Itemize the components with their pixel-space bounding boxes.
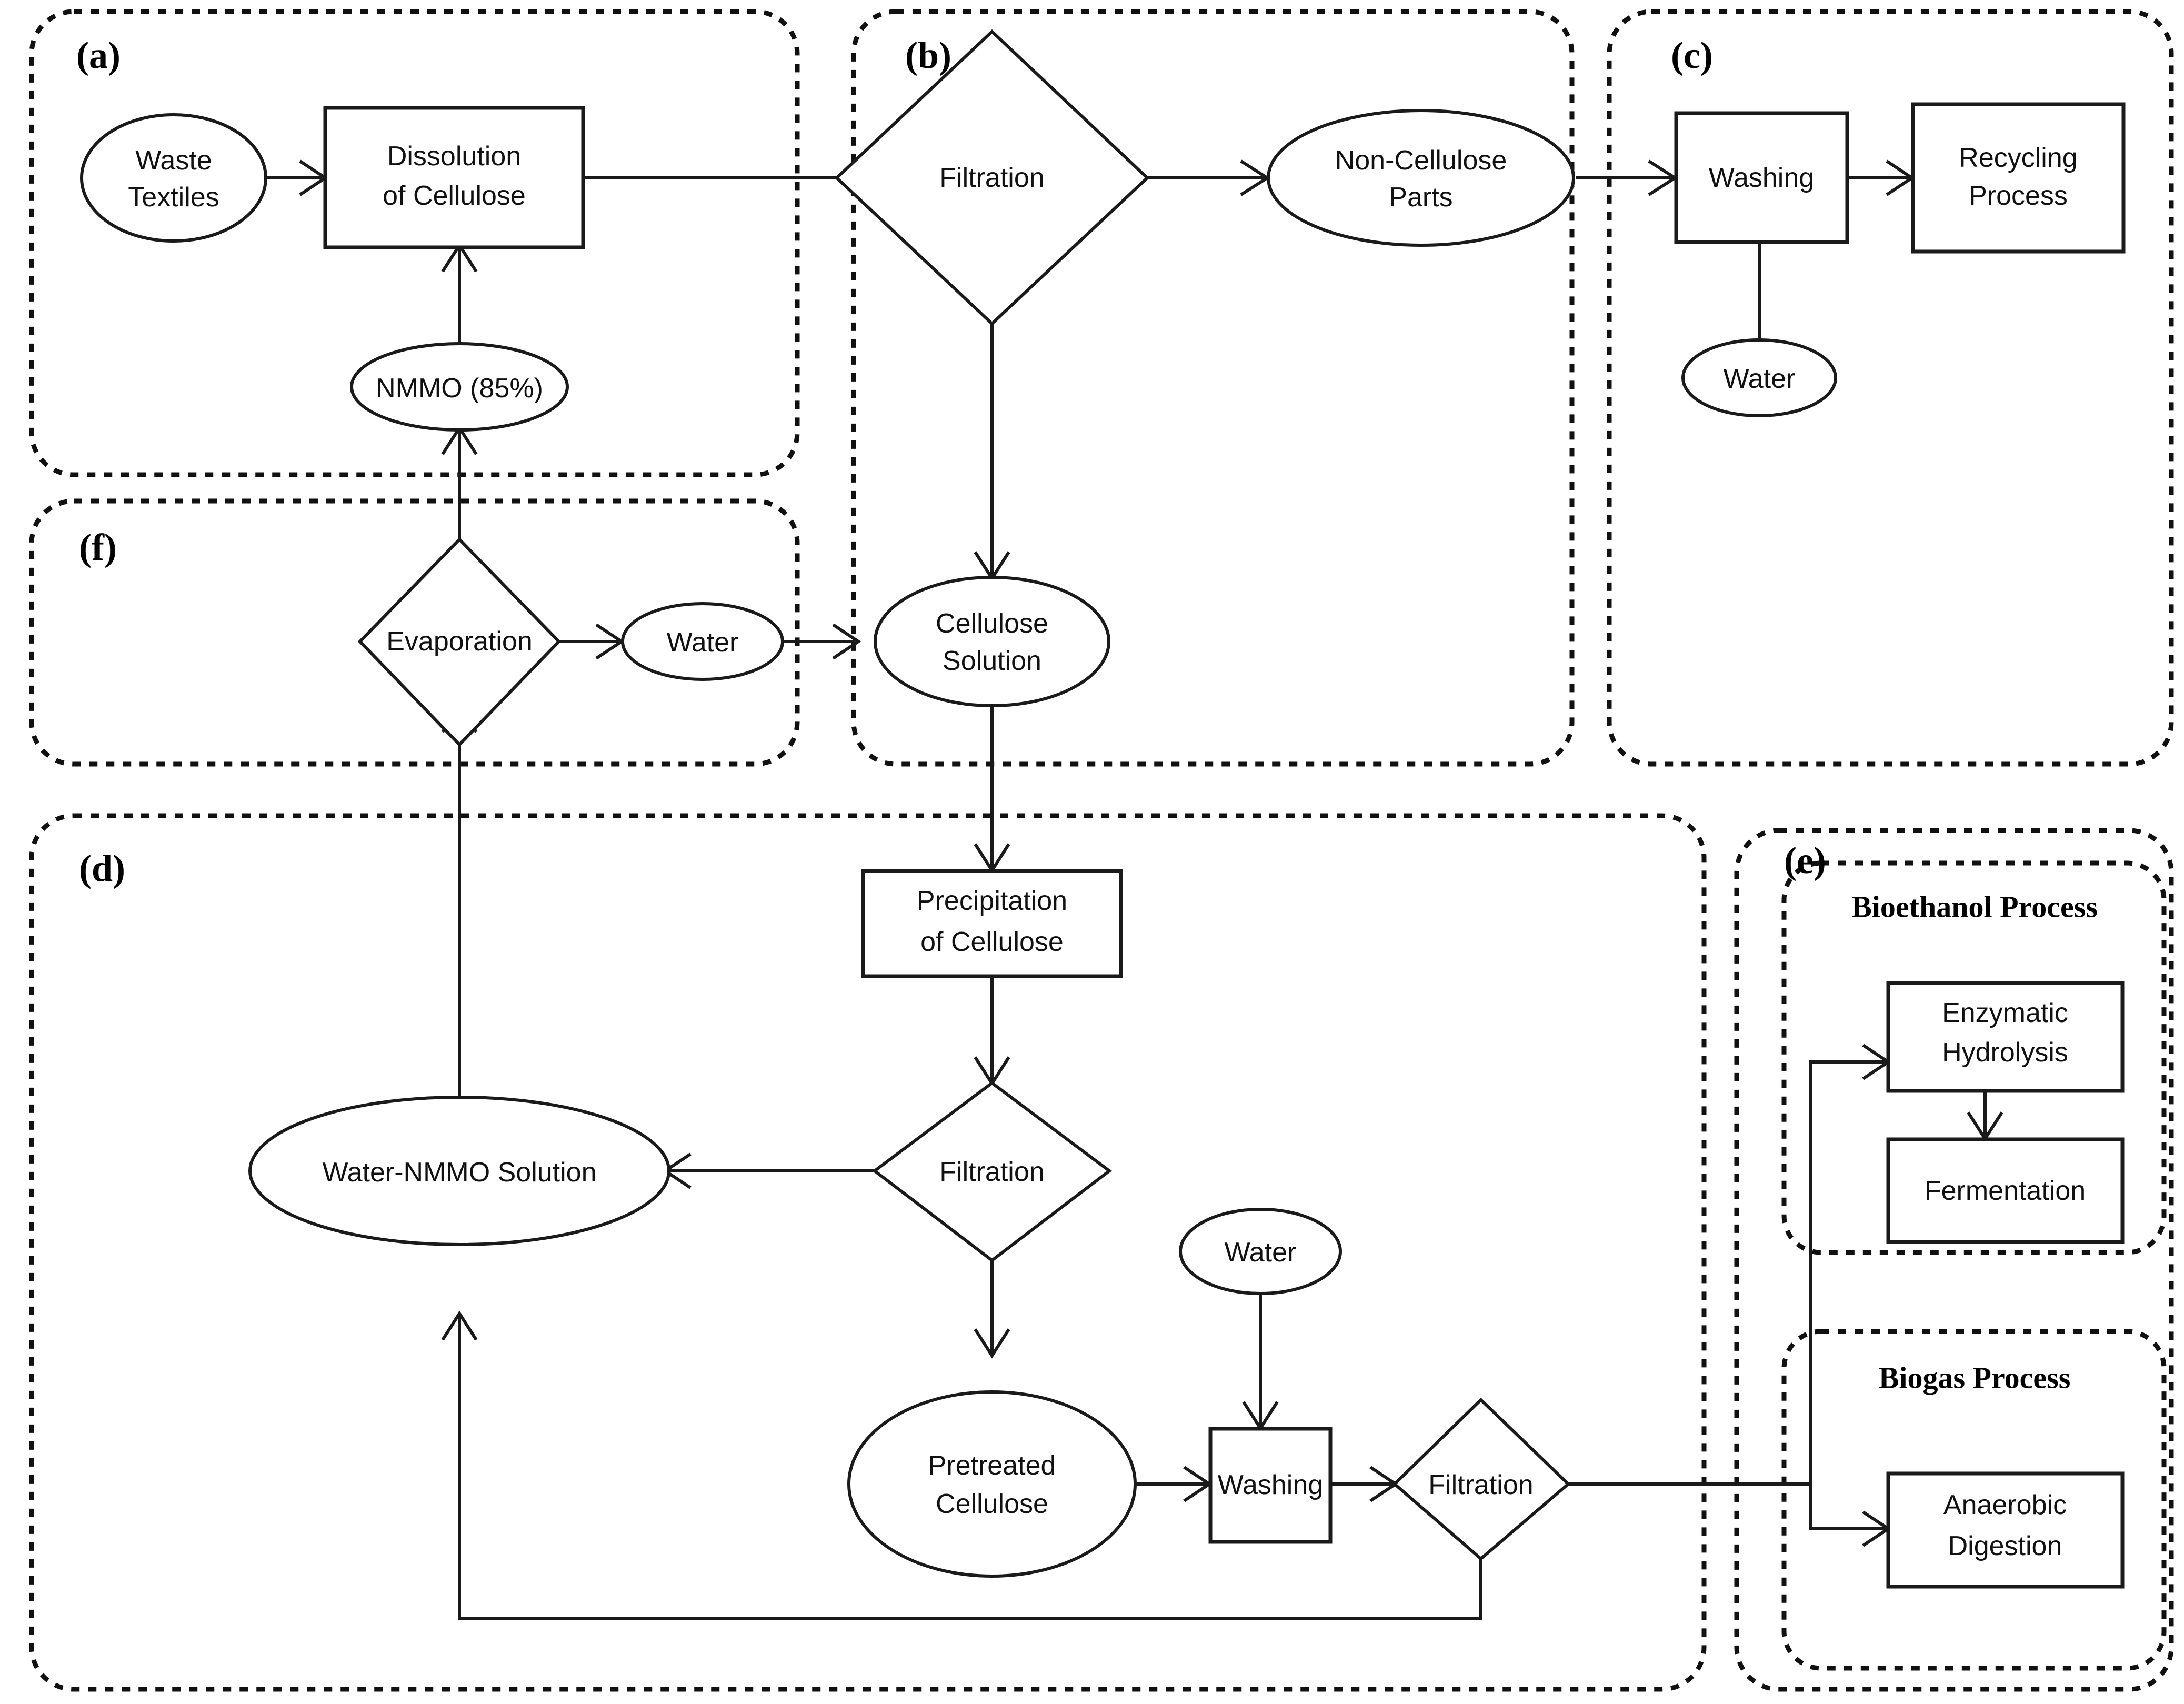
flow-filtration-d2-to-panel-e: [1568, 1044, 1891, 1547]
node-enzymatic-label-1: Enzymatic: [1942, 998, 2068, 1028]
flow-precipitation-to-filtration-d1: [974, 975, 1010, 1087]
node-non-cellulose-label-1: Non-Cellulose: [1335, 145, 1507, 176]
node-water-f[interactable]: Water: [621, 602, 784, 681]
node-anaerobic-digestion[interactable]: Anaerobic Digestion: [1886, 1471, 2125, 1589]
flow-noncellulose-to-washing-c: [1576, 159, 1678, 196]
flow-enzymatic-to-fermentation: [1967, 1088, 2003, 1142]
node-filtration-d2[interactable]: Filtration: [1392, 1397, 1571, 1561]
node-recycling-label-1: Recycling: [1959, 143, 2077, 173]
node-precipitation-label-1: Precipitation: [917, 886, 1067, 916]
node-dissolution-label-2: of Cellulose: [383, 181, 526, 211]
node-filtration-b[interactable]: Filtration: [834, 29, 1150, 326]
panel-a-frame: [29, 9, 800, 477]
node-water-c-label: Water: [1724, 364, 1796, 394]
node-waste-textiles[interactable]: Waste Textiles: [80, 113, 267, 243]
node-water-nmmo-label: Water-NMMO Solution: [322, 1157, 596, 1188]
node-pretreated-cellulose[interactable]: Pretreated Cellulose: [847, 1390, 1137, 1578]
node-dissolution-label-1: Dissolution: [387, 141, 521, 172]
node-water-c[interactable]: Water: [1681, 338, 1837, 417]
subpanel-bioethanol-frame: [1781, 860, 2167, 1255]
node-cellulose-solution[interactable]: Cellulose Solution: [874, 576, 1110, 707]
flow-nmmo-to-dissolution: [441, 242, 478, 347]
subpanel-biogas-frame: [1781, 1329, 2167, 1671]
panel-c-tag: (c): [1671, 34, 1713, 76]
node-precipitation-of-cellulose[interactable]: Precipitation of Cellulose: [861, 869, 1123, 978]
node-pretreated-label-2: Cellulose: [936, 1489, 1048, 1519]
flow-filtration-d2-feedback-to-waternmmo: [441, 1310, 1482, 1620]
flow-water-f-to-cellulose-solution: [783, 623, 861, 660]
node-non-cellulose-label-2: Parts: [1389, 182, 1452, 213]
node-water-nmmo-solution[interactable]: Water-NMMO Solution: [248, 1096, 670, 1246]
panel-a-tag: (a): [76, 34, 121, 76]
node-recycling-process[interactable]: Recycling Process: [1911, 102, 2126, 254]
panel-d-frame: [29, 813, 1707, 1692]
panel-d-tag: (d): [79, 847, 125, 889]
node-fermentation-label: Fermentation: [1925, 1176, 2086, 1206]
node-enzymatic-label-2: Hydrolysis: [1942, 1037, 2068, 1068]
flow-evaporation-to-water-f: [559, 623, 625, 660]
node-filtration-b-label: Filtration: [939, 163, 1044, 193]
node-recycling-label-2: Process: [1969, 181, 2068, 211]
panel-e-tag: (e): [1784, 839, 1826, 881]
node-washing-d[interactable]: Washing: [1208, 1427, 1333, 1544]
subpanel-bioethanol-title: Bioethanol Process: [1851, 890, 2098, 924]
flow-pretreated-to-washing-d: [1136, 1466, 1213, 1502]
flow-filtration-b-to-noncellulose: [1147, 159, 1270, 196]
panel-b-frame: [851, 9, 1575, 767]
node-nmmo[interactable]: NMMO (85%): [350, 342, 569, 432]
node-washing-c[interactable]: Washing: [1674, 111, 1849, 244]
node-washing-c-label: Washing: [1709, 163, 1814, 193]
panel-e-frame: [1734, 828, 2174, 1692]
node-water-d[interactable]: Water: [1179, 1208, 1342, 1295]
node-water-d-label: Water: [1225, 1237, 1297, 1268]
node-non-cellulose-parts[interactable]: Non-Cellulose Parts: [1267, 109, 1575, 247]
node-filtration-d2-label: Filtration: [1428, 1470, 1533, 1500]
node-anaerobic-label-2: Digestion: [1948, 1531, 2062, 1561]
node-water-f-label: Water: [667, 627, 739, 658]
flow-filtration-d1-to-waternmmo: [662, 1152, 875, 1189]
node-evaporation-label: Evaporation: [386, 626, 533, 657]
flow-filtration-d1-to-pretreated: [974, 1261, 1010, 1359]
panel-b-tag: (b): [905, 34, 951, 76]
node-nmmo-label: NMMO (85%): [376, 373, 543, 404]
node-cellulose-solution-label-1: Cellulose: [936, 608, 1048, 639]
panel-c-frame: [1607, 9, 2174, 767]
node-washing-d-label: Washing: [1218, 1470, 1323, 1500]
node-dissolution-of-cellulose[interactable]: Dissolution of Cellulose: [323, 106, 585, 249]
flow-washing-d-to-filtration-d2: [1330, 1466, 1399, 1502]
node-pretreated-label-1: Pretreated: [928, 1450, 1056, 1481]
flow-washing-c-to-recycling: [1846, 159, 1915, 196]
node-waste-textiles-label-2: Textiles: [128, 182, 219, 213]
node-fermentation[interactable]: Fermentation: [1886, 1137, 2125, 1244]
panel-f-frame: [29, 498, 800, 767]
node-evaporation[interactable]: Evaporation: [357, 537, 562, 747]
node-filtration-d1-label: Filtration: [939, 1157, 1044, 1187]
node-anaerobic-label-1: Anaerobic: [1943, 1490, 2067, 1520]
panel-f-tag: (f): [79, 526, 117, 568]
flow-water-d-to-washing-d: [1242, 1294, 1279, 1431]
node-cellulose-solution-label-2: Solution: [943, 646, 1041, 676]
subpanel-biogas-title: Biogas Process: [1879, 1361, 2071, 1395]
node-precipitation-label-2: of Cellulose: [920, 927, 1064, 957]
node-enzymatic-hydrolysis[interactable]: Enzymatic Hydrolysis: [1886, 981, 2125, 1093]
flow-waste-to-dissolution: [263, 159, 328, 196]
flow-cellulose-solution-to-precipitation: [974, 705, 1010, 874]
node-filtration-d1[interactable]: Filtration: [872, 1081, 1112, 1262]
node-waste-textiles-label-1: Waste: [135, 145, 212, 176]
